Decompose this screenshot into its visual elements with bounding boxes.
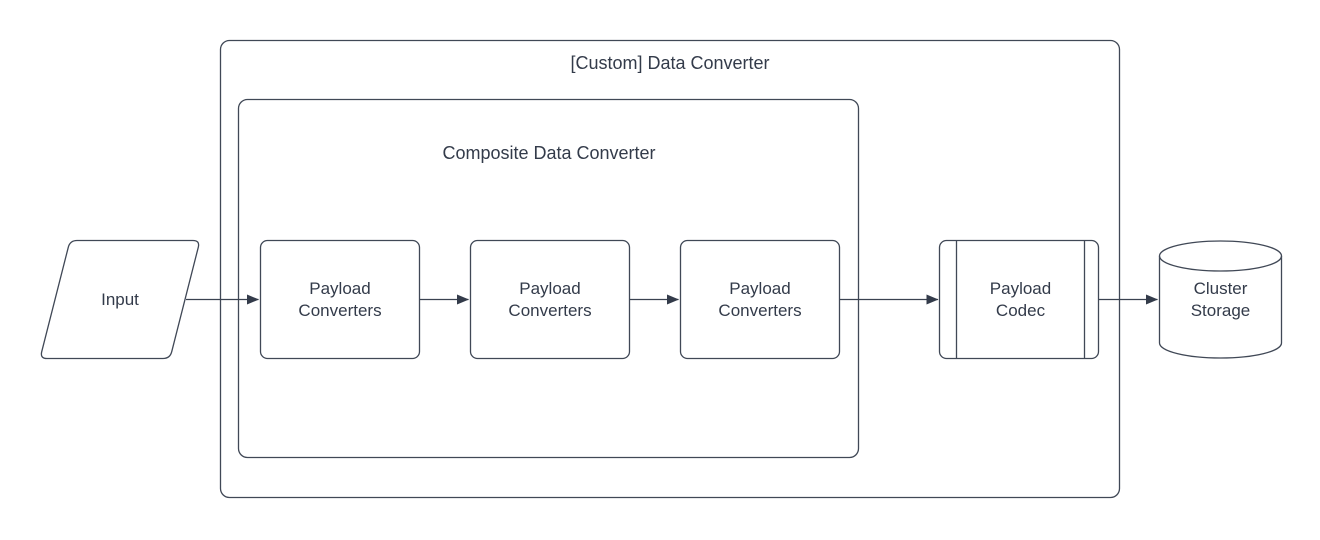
payload-converters-2-shape	[469, 239, 631, 360]
custom-data-converter-container	[219, 39, 1121, 499]
payload-converters-1-shape	[259, 239, 421, 360]
composite-data-converter-container	[237, 98, 860, 459]
cluster-storage-shape	[1158, 240, 1283, 359]
input-shape	[40, 239, 200, 360]
payload-codec-shape	[938, 239, 1100, 360]
payload-converters-3-shape	[679, 239, 841, 360]
